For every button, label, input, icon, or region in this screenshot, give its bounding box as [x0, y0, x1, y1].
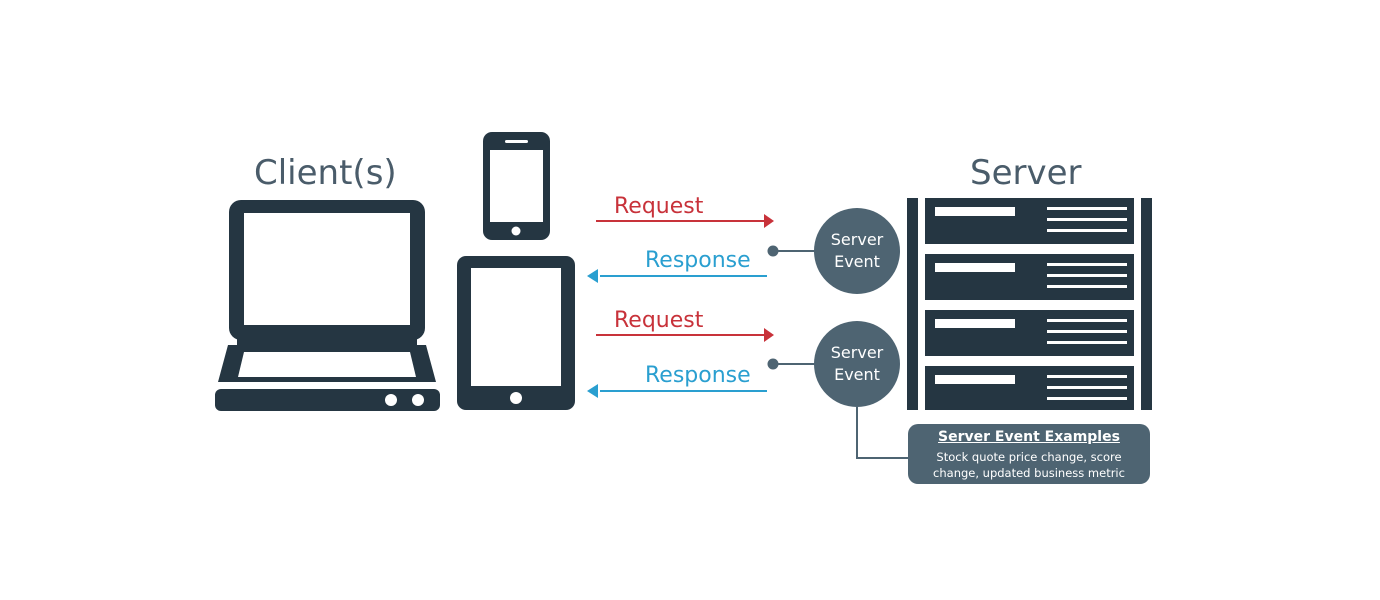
event-connector-1: [767, 245, 816, 257]
tablet-icon: [457, 256, 575, 410]
server-event-label-1-line2: Event: [834, 252, 880, 271]
response-arrow-1: [587, 269, 767, 283]
response-label-2: Response: [645, 363, 751, 388]
server-event-examples-box: [908, 424, 1150, 484]
response-arrow-2: [587, 384, 767, 398]
server-event-label-2-line2: Event: [834, 365, 880, 384]
server-event-circle-2: [814, 321, 900, 407]
request-label-2: Request: [614, 308, 704, 333]
server-event-examples-text: Stock quote price change, score change, …: [909, 449, 1149, 481]
server-event-label-1-line1: Server: [830, 230, 884, 249]
server-event-examples-line1: Stock quote price change, score: [936, 450, 1122, 464]
server-event-examples-line2: change, updated business metric: [933, 466, 1125, 480]
response-label-1: Response: [645, 248, 751, 273]
server-event-label-1: Server Event: [814, 229, 900, 273]
phone-icon: [483, 132, 550, 240]
request-arrow-1: [596, 214, 774, 228]
server-event-label-2-line1: Server: [830, 343, 884, 362]
laptop-icon: [215, 200, 440, 411]
clients-heading: Client(s): [254, 153, 397, 193]
request-label-1: Request: [614, 194, 704, 219]
server-event-label-2: Server Event: [814, 342, 900, 386]
request-arrow-2: [596, 328, 774, 342]
server-event-examples-title: Server Event Examples: [938, 429, 1120, 445]
server-heading: Server: [970, 153, 1082, 193]
event-connector-2: [767, 358, 816, 370]
note-connector: [856, 407, 910, 459]
server-event-circle-1: [814, 208, 900, 294]
server-rack-icon: [907, 198, 1152, 410]
